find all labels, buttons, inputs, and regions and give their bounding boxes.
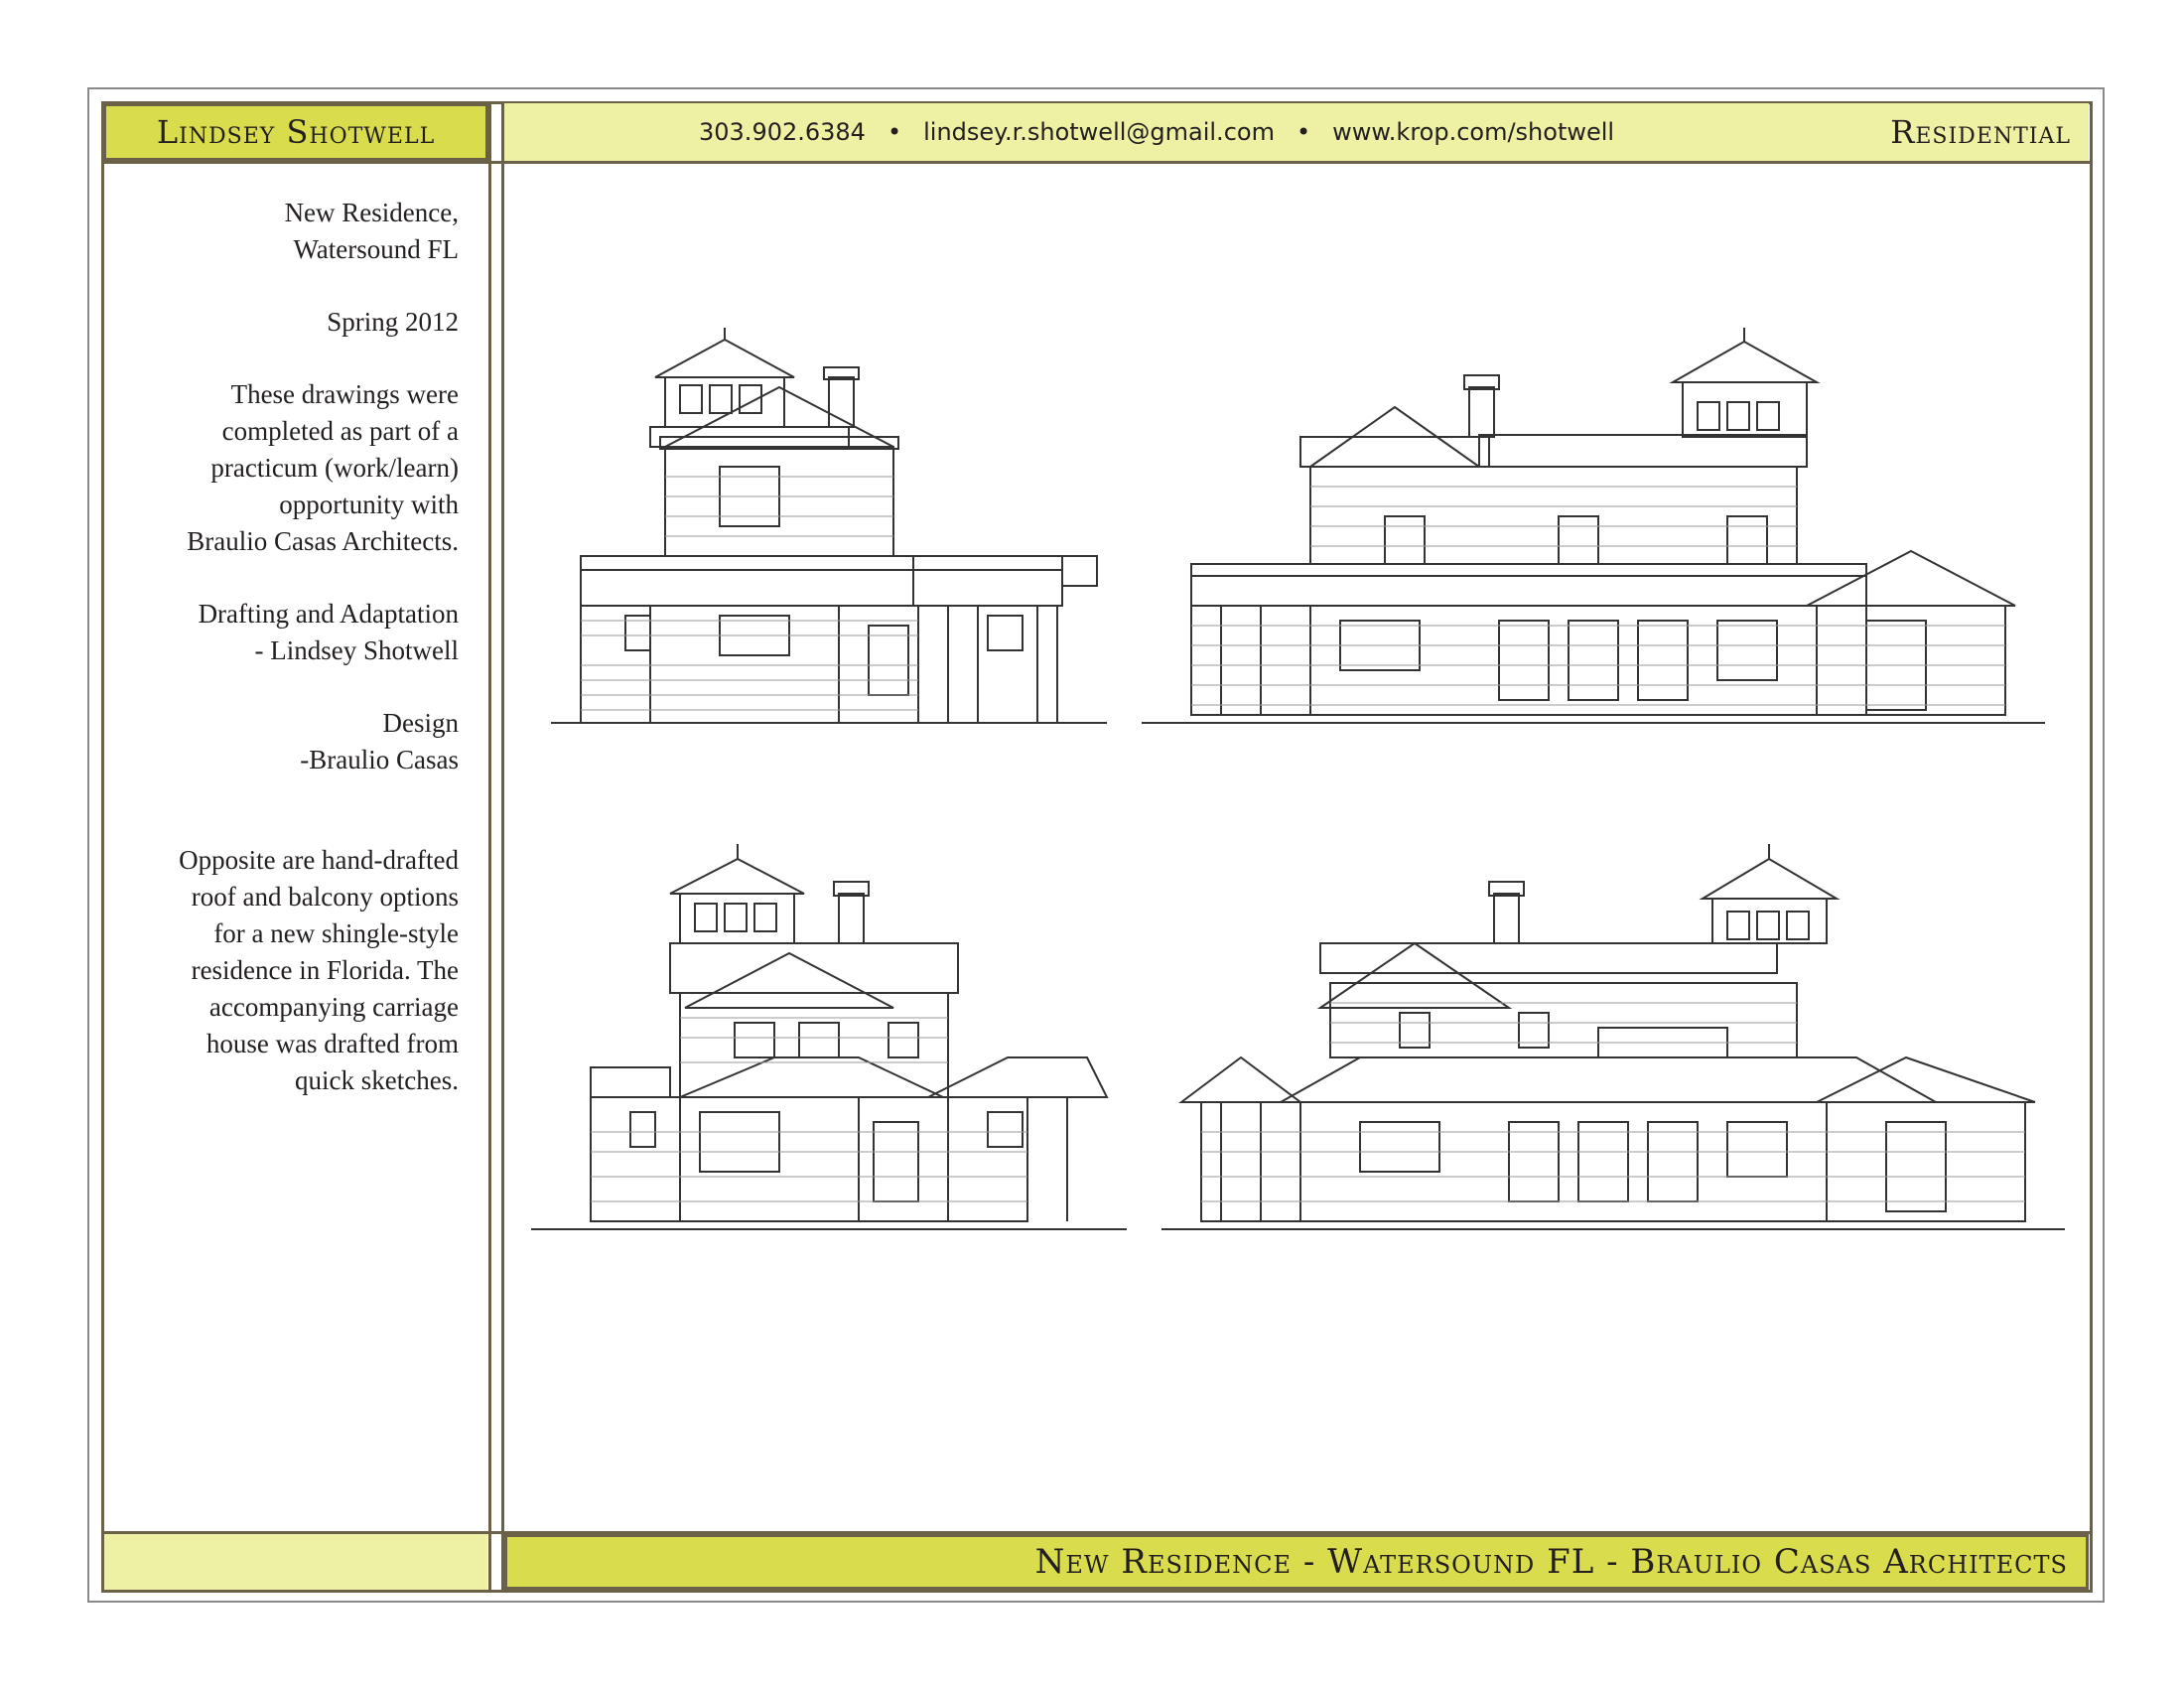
footer-title: New Residence - Watersound FL - Braulio … bbox=[1034, 1542, 2068, 1582]
author-name-box: Lindsey Shotwell bbox=[103, 103, 488, 161]
desc-line: house was drafted from bbox=[205, 1029, 459, 1058]
contact-info: 303.902.6384 • lindsey.r.shotwell@gmail.… bbox=[699, 103, 1614, 161]
author-name: Lindsey Shotwell bbox=[156, 113, 436, 151]
page-frame bbox=[101, 101, 2093, 1593]
project-title: New Residence, Watersound FL bbox=[119, 195, 459, 268]
project-location-line: Watersound FL bbox=[293, 234, 459, 264]
desc-line: Opposite are hand-drafted bbox=[179, 845, 459, 875]
credit-name: - Lindsey Shotwell bbox=[254, 635, 459, 665]
desc-line: accompanying carriage bbox=[208, 992, 459, 1022]
credit-name: -Braulio Casas bbox=[300, 745, 459, 774]
project-title-line: New Residence, bbox=[284, 198, 459, 227]
elevation-side-roof-option bbox=[531, 844, 1127, 1230]
footer-title-bar: New Residence - Watersound FL - Braulio … bbox=[504, 1534, 2089, 1590]
elevation-rear-balcony-option bbox=[1142, 328, 2045, 724]
credit-label: Design bbox=[382, 708, 460, 738]
intro-line: practicum (work/learn) bbox=[210, 453, 459, 483]
drafting-credit: Drafting and Adaptation - Lindsey Shotwe… bbox=[119, 596, 459, 669]
project-date: Spring 2012 bbox=[327, 307, 459, 337]
desc-line: for a new shingle-style bbox=[213, 918, 459, 948]
frame-divider-left bbox=[488, 101, 491, 1593]
sidebar-description: New Residence, Watersound FL Spring 2012… bbox=[119, 195, 459, 1135]
desc-line: quick sketches. bbox=[295, 1065, 459, 1095]
intro-line: completed as part of a bbox=[221, 416, 459, 446]
intro-paragraph: These drawings were completed as part of… bbox=[119, 376, 459, 560]
email-link[interactable]: lindsey.r.shotwell@gmail.com bbox=[923, 118, 1275, 146]
footer-divider bbox=[101, 1531, 2093, 1534]
elevation-rear-roof-option bbox=[1161, 844, 2065, 1230]
separator-dot: • bbox=[1296, 118, 1311, 146]
intro-line: opportunity with bbox=[279, 490, 459, 519]
separator-dot: • bbox=[887, 118, 902, 146]
footer-left-panel bbox=[104, 1534, 487, 1590]
desc-line: residence in Florida. The bbox=[191, 955, 459, 985]
desc-line: roof and balcony options bbox=[191, 882, 459, 912]
website-link[interactable]: www.krop.com/shotwell bbox=[1332, 118, 1615, 146]
phone-number: 303.902.6384 bbox=[699, 118, 866, 146]
frame-divider-right bbox=[501, 101, 504, 1593]
description-paragraph: Opposite are hand-drafted roof and balco… bbox=[119, 842, 459, 1099]
credit-label: Drafting and Adaptation bbox=[198, 599, 459, 629]
section-label: Residential bbox=[1890, 113, 2071, 151]
intro-line: These drawings were bbox=[230, 379, 459, 409]
header-divider bbox=[101, 161, 2093, 164]
page-outer-border bbox=[87, 87, 2105, 1603]
elevation-side-balcony-option bbox=[551, 328, 1107, 724]
intro-line: Braulio Casas Architects. bbox=[187, 526, 459, 556]
header-bar: 303.902.6384 • lindsey.r.shotwell@gmail.… bbox=[504, 103, 2089, 161]
design-credit: Design -Braulio Casas bbox=[119, 705, 459, 778]
